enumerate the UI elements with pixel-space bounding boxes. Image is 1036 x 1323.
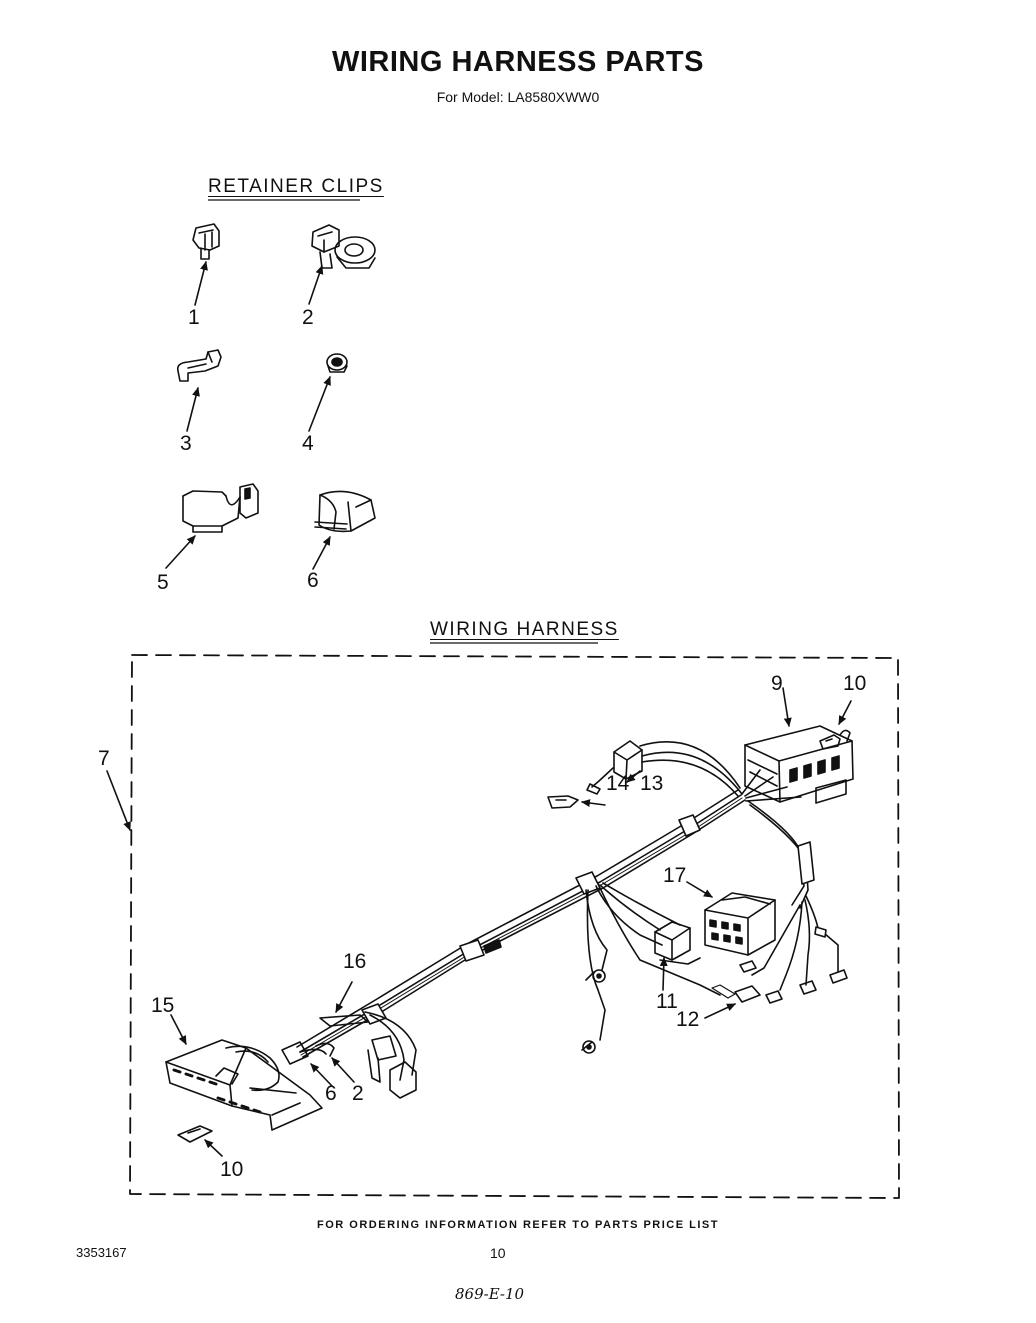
harness-11-leader <box>659 957 668 991</box>
harness-14-leader <box>581 799 606 808</box>
clip-1-leader <box>194 261 208 306</box>
clip-4-leader <box>308 376 331 432</box>
harness-7-leader <box>106 770 131 831</box>
harness-label-16: 16 <box>343 950 367 973</box>
wiring-harness-heading: WIRING HARNESS <box>430 619 619 640</box>
clip-2-leader <box>308 265 324 305</box>
harness-6-leader <box>310 1063 333 1087</box>
harness-16-leader <box>335 981 353 1013</box>
harness-label-2: 2 <box>352 1082 364 1105</box>
harness-12-leader <box>704 1003 736 1019</box>
page-title: WIRING HARNESS PARTS <box>332 46 704 78</box>
wires-11-12 <box>595 882 721 996</box>
terminal-10-top <box>819 729 851 750</box>
clip-6-leader <box>312 536 331 570</box>
connector-11 <box>654 921 701 965</box>
harness-label-9: 9 <box>771 672 783 695</box>
harness-label-12: 12 <box>676 1008 700 1031</box>
terminal-14 <box>547 795 579 809</box>
clip-label-1: 1 <box>188 306 200 329</box>
harness-label-17: 17 <box>663 864 687 887</box>
harness-label-10-bottom: 10 <box>220 1158 244 1181</box>
wire-13-lead <box>591 767 614 788</box>
clip-3-drawing <box>176 349 222 382</box>
connector-12 <box>711 984 761 1003</box>
clip-16-drawing <box>319 1014 369 1027</box>
harness-15-leader <box>170 1014 187 1045</box>
clip-1-drawing <box>192 223 220 260</box>
clip-label-6: 6 <box>307 569 319 592</box>
harness-label-15: 15 <box>151 994 175 1017</box>
clip-6-drawing <box>314 490 376 533</box>
clip-label-3: 3 <box>180 432 192 455</box>
connector-block-15 <box>165 1039 323 1131</box>
harness-17-leader <box>686 881 713 898</box>
connector-17 <box>704 892 776 956</box>
wires-17 <box>747 800 839 991</box>
clip-label-4: 4 <box>302 432 314 455</box>
page-number: 10 <box>490 1245 506 1261</box>
model-subtitle: For Model: LA8580XWW0 <box>436 89 600 105</box>
clip-4-drawing <box>326 353 348 373</box>
harness-2-leader <box>331 1057 355 1083</box>
lower-wires <box>364 1011 417 1099</box>
harness-10-top-leader <box>838 700 852 725</box>
harness-13-leader <box>626 770 641 783</box>
clip-5-leader <box>165 535 196 569</box>
harness-10-bottom-leader <box>204 1139 223 1157</box>
harness-9-leader <box>782 687 792 727</box>
connector-block-9 <box>744 725 854 804</box>
retainer-clips-heading: RETAINER CLIPS <box>208 176 384 197</box>
clip-label-5: 5 <box>157 571 169 594</box>
ground-wires <box>581 889 608 1054</box>
cap-connector-13 <box>613 740 643 780</box>
harness-label-6: 6 <box>325 1082 337 1105</box>
harness-label-7: 7 <box>98 747 110 770</box>
terminal-10-bottom <box>177 1125 213 1143</box>
clip-3-leader <box>186 387 200 432</box>
wires-9 <box>741 769 802 802</box>
ordering-note: FOR ORDERING INFORMATION REFER TO PARTS … <box>317 1219 719 1231</box>
sleeve-6-and-clip-2 <box>281 1041 335 1065</box>
wires-13 <box>639 741 743 797</box>
document-number: 3353167 <box>76 1245 127 1260</box>
right-terminals <box>739 960 848 1004</box>
harness-label-11: 11 <box>656 990 678 1013</box>
clip-2-drawing <box>311 224 376 269</box>
harness-frame <box>129 654 900 1199</box>
harness-label-10-top: 10 <box>843 672 867 695</box>
handwritten-code: 869-E-10 <box>455 1285 525 1303</box>
wire-13-sleeve <box>586 783 601 795</box>
harness-label-13: 13 <box>640 772 664 795</box>
clip-label-2: 2 <box>302 306 314 329</box>
clip-5-drawing <box>182 483 259 533</box>
